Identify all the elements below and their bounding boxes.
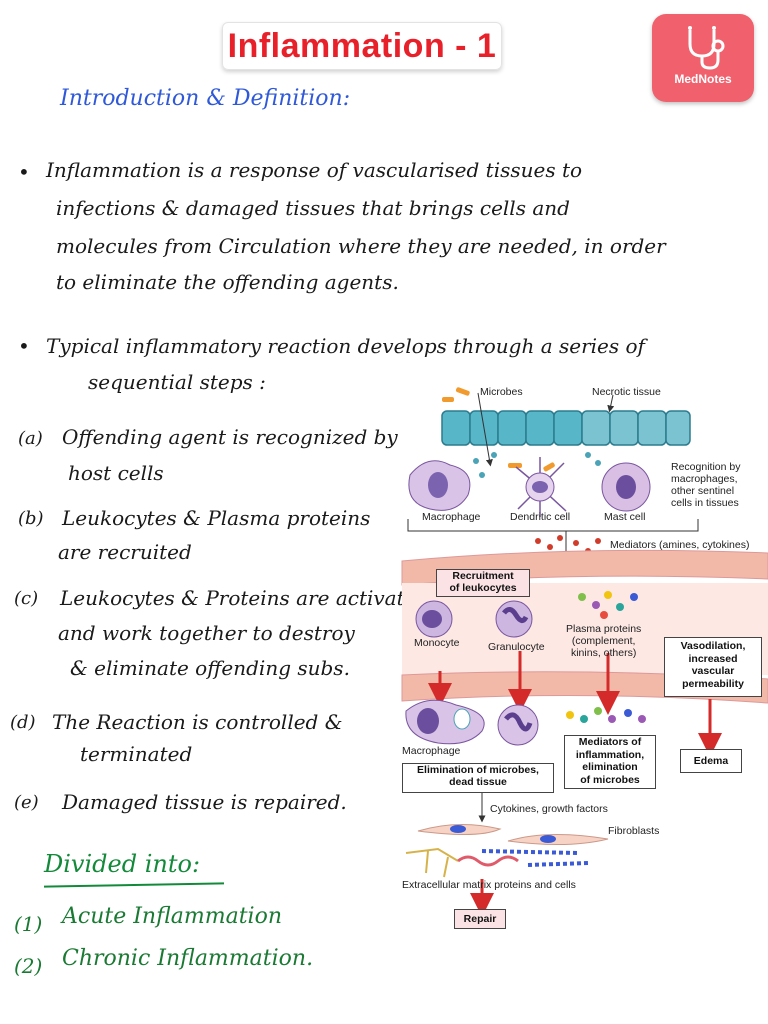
intro-heading: Introduction & Definition: xyxy=(60,86,351,111)
step-label: (c) xyxy=(14,588,39,609)
step-line: Offending agent is recognized by xyxy=(62,425,398,449)
macrophage2-label: Macrophage xyxy=(402,745,461,757)
step-label: (a) xyxy=(18,428,43,449)
step-line: Leukocytes & Plasma proteins xyxy=(62,506,371,530)
heading-underline xyxy=(43,882,225,888)
inflammation-diagram: Microbes Necrotic tissue Recognition by … xyxy=(398,383,768,935)
mediators-inflammation-box: Mediators of inflammation, elimination o… xyxy=(564,735,656,789)
step-line: and work together to destroy xyxy=(58,621,355,645)
cytokines-label: Cytokines, growth factors xyxy=(490,803,608,815)
elimination-box: Elimination of microbes, dead tissue xyxy=(402,763,554,793)
definition-bullet: • xyxy=(18,160,30,184)
definition-line: infections & damaged tissues that brings… xyxy=(56,196,570,220)
mast-cell-label: Mast cell xyxy=(604,511,646,523)
macrophage-label: Macrophage xyxy=(422,511,481,523)
type-text: Chronic Inflammation. xyxy=(62,946,314,971)
step-label: (e) xyxy=(14,792,39,813)
granulocyte-label: Granulocyte xyxy=(488,641,545,653)
page-title: Inflammation - 1 xyxy=(222,22,502,70)
step-line: terminated xyxy=(80,742,193,766)
dendritic-cell-label: Dendritic cell xyxy=(510,511,571,523)
definition-line: molecules from Circulation where they ar… xyxy=(56,234,666,258)
type-label: (1) xyxy=(14,912,43,936)
repair-box: Repair xyxy=(454,909,506,929)
step-line: Leukocytes & Proteins are activated xyxy=(60,586,430,610)
edema-box: Edema xyxy=(680,749,742,773)
type-text: Acute Inflammation xyxy=(62,904,283,929)
divided-heading: Divided into: xyxy=(44,850,201,878)
mednotes-logo: MedNotes xyxy=(652,14,754,102)
recruitment-box: Recruitment of leukocytes xyxy=(436,569,530,597)
microbes-label: Microbes xyxy=(480,386,523,398)
step-line: Damaged tissue is repaired. xyxy=(62,790,347,814)
step-label: (d) xyxy=(10,712,36,733)
step-line: The Reaction is controlled & xyxy=(52,710,343,734)
step-line: are recruited xyxy=(58,540,192,564)
typical-bullet: • xyxy=(18,334,30,358)
typical-line: Typical inflammatory reaction develops t… xyxy=(46,334,645,358)
definition-line: to eliminate the offending agents. xyxy=(56,270,399,294)
type-label: (2) xyxy=(14,954,43,978)
plasma-proteins-label: Plasma proteins (complement, kinins, oth… xyxy=(566,623,642,659)
definition-line: Inflammation is a response of vascularis… xyxy=(46,158,583,182)
fibroblasts-label: Fibroblasts xyxy=(608,825,660,837)
vasodilation-box: Vasodilation, increased vascular permeab… xyxy=(664,637,762,697)
step-label: (b) xyxy=(18,508,44,529)
necrotic-tissue-label: Necrotic tissue xyxy=(592,386,661,398)
typical-line: sequential steps : xyxy=(88,370,266,394)
recognition-label: Recognition by macrophages, other sentin… xyxy=(671,461,741,509)
mediators-label: Mediators (amines, cytokines) xyxy=(610,539,750,551)
diagram-artwork xyxy=(401,387,768,917)
monocyte-label: Monocyte xyxy=(414,637,460,649)
logo-label: MedNotes xyxy=(674,72,732,86)
ecm-label: Extracellular matrix proteins and cells xyxy=(402,879,576,891)
step-line: host cells xyxy=(68,461,164,485)
step-line: & eliminate offending subs. xyxy=(70,656,350,680)
stethoscope-icon xyxy=(688,26,725,70)
